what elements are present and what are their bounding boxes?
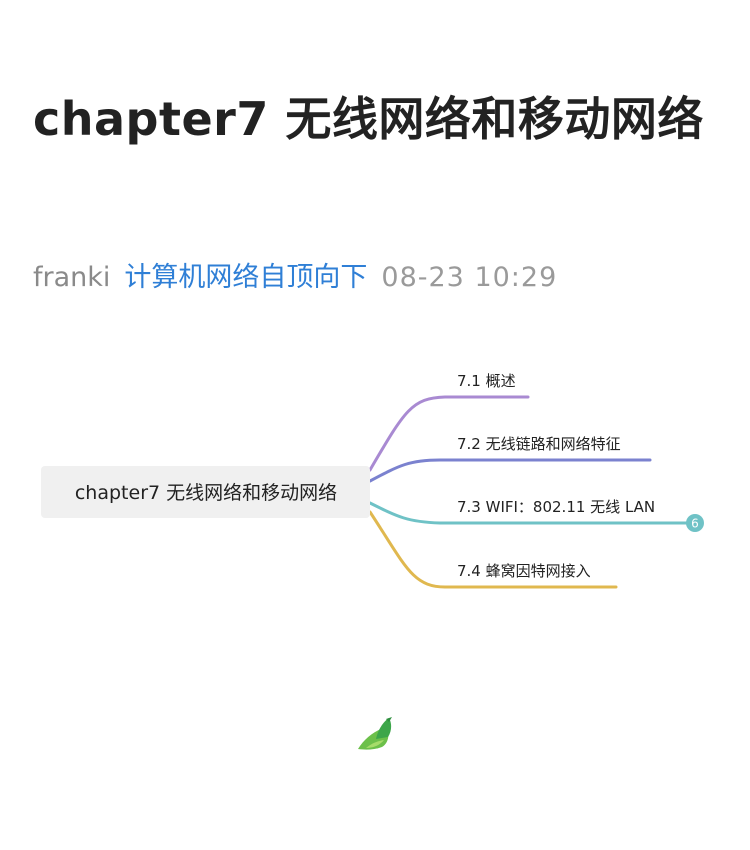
mindmap-root-label: chapter7 无线网络和移动网络: [75, 482, 337, 504]
mindmap-branch-2[interactable]: 7.2 无线链路和网络特征: [457, 435, 621, 453]
mindmap-collapsed-badge[interactable]: 6: [686, 514, 704, 532]
mindmap-branch-4[interactable]: 7.4 蜂窝因特网接入: [457, 562, 591, 580]
mindmap: chapter7 无线网络和移动网络 7.1 概述 7.2 无线链路和网络特征 …: [41, 372, 704, 589]
category-link[interactable]: 计算机网络自顶向下: [124, 262, 368, 293]
mindmap-connector-1: [368, 395, 530, 472]
article-meta: franki 计算机网络自顶向下 08-23 10:29: [33, 258, 557, 298]
mindmap-connector-2: [368, 458, 652, 483]
mindmap-branch-3[interactable]: 7.3 WIFI：802.11 无线 LAN: [457, 498, 655, 516]
publish-datetime: 08-23 10:29: [381, 262, 558, 293]
mindmap-root-node[interactable]: chapter7 无线网络和移动网络: [41, 466, 370, 518]
mindmap-branch-1[interactable]: 7.1 概述: [457, 372, 516, 390]
article-title: chapter7 无线网络和移动网络: [33, 92, 704, 146]
bird-logo-icon: [358, 717, 392, 750]
author-name[interactable]: franki: [33, 262, 111, 293]
mindmap-connector-3: [368, 501, 690, 525]
mindmap-connector-4: [368, 510, 618, 589]
mindmap-badge-count: 6: [691, 517, 699, 531]
